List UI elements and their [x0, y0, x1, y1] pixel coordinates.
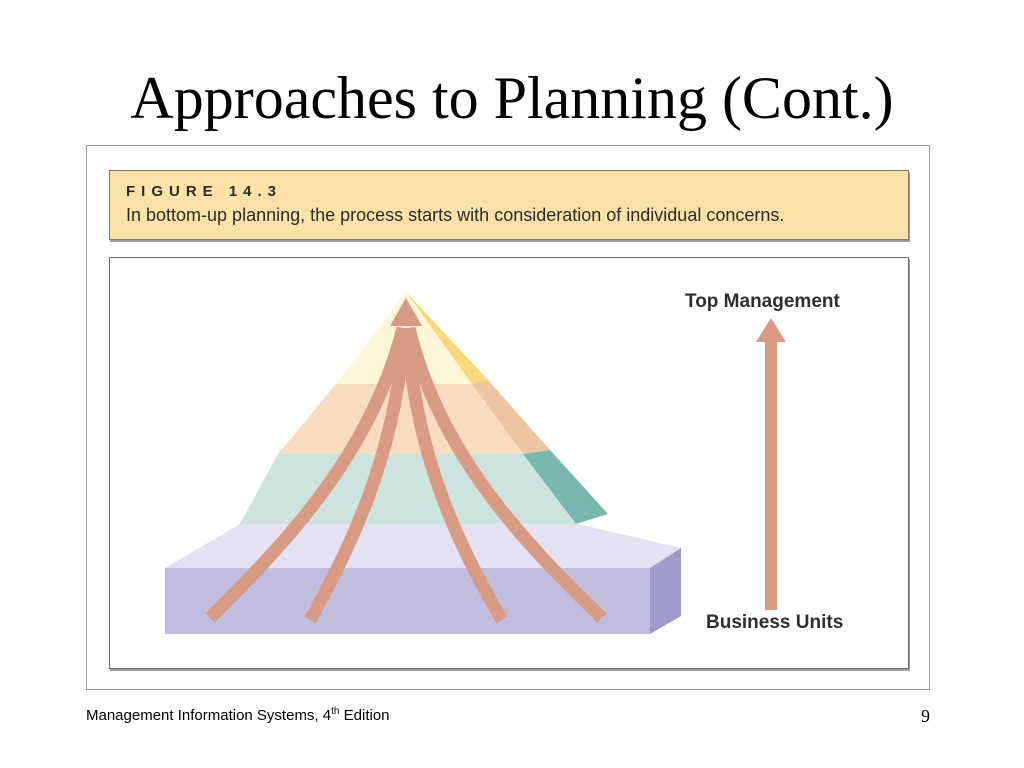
slide-title: Approaches to Planning (Cont.) — [130, 65, 894, 131]
top-management-label: Top Management — [685, 291, 840, 312]
diagram-panel: Top Management Business Units — [109, 257, 909, 669]
figure-frame: FIGURE 14.3 In bottom-up planning, the p… — [86, 145, 930, 690]
converging-arrow-3 — [400, 327, 508, 624]
converging-arrow-4 — [402, 326, 607, 623]
footer-course-suffix: Edition — [339, 707, 390, 724]
pyramid-upper-tier-side — [472, 380, 550, 454]
footer-course-superscript: th — [331, 706, 340, 717]
pyramid-upper-tier — [278, 384, 523, 454]
business-units-label: Business Units — [706, 612, 844, 633]
figure-caption: In bottom-up planning, the process start… — [126, 205, 785, 225]
upward-arrow-shaft — [765, 340, 777, 610]
bottom-up-pyramid-diagram — [165, 292, 786, 634]
pyramid-apex-side — [406, 292, 488, 384]
pyramid-middle-tier-side — [523, 450, 608, 524]
upward-arrow-head — [756, 318, 786, 342]
pyramid-middle-tier — [240, 454, 576, 524]
converging-arrow-2 — [304, 327, 412, 624]
base-slab-top — [165, 524, 681, 568]
footer-course-prefix: Management Information Systems, 4 — [86, 707, 332, 724]
figure-label: FIGURE 14.3 — [126, 183, 283, 200]
converging-arrow-1 — [205, 326, 410, 623]
footer-course-title: Management Information Systems, 4th Edit… — [86, 706, 390, 725]
base-slab-side — [650, 548, 681, 634]
figure-caption-box: FIGURE 14.3 In bottom-up planning, the p… — [109, 170, 909, 240]
base-slab-front — [165, 568, 650, 634]
converging-arrow-head — [390, 298, 422, 326]
page-number: 9 — [921, 706, 930, 726]
